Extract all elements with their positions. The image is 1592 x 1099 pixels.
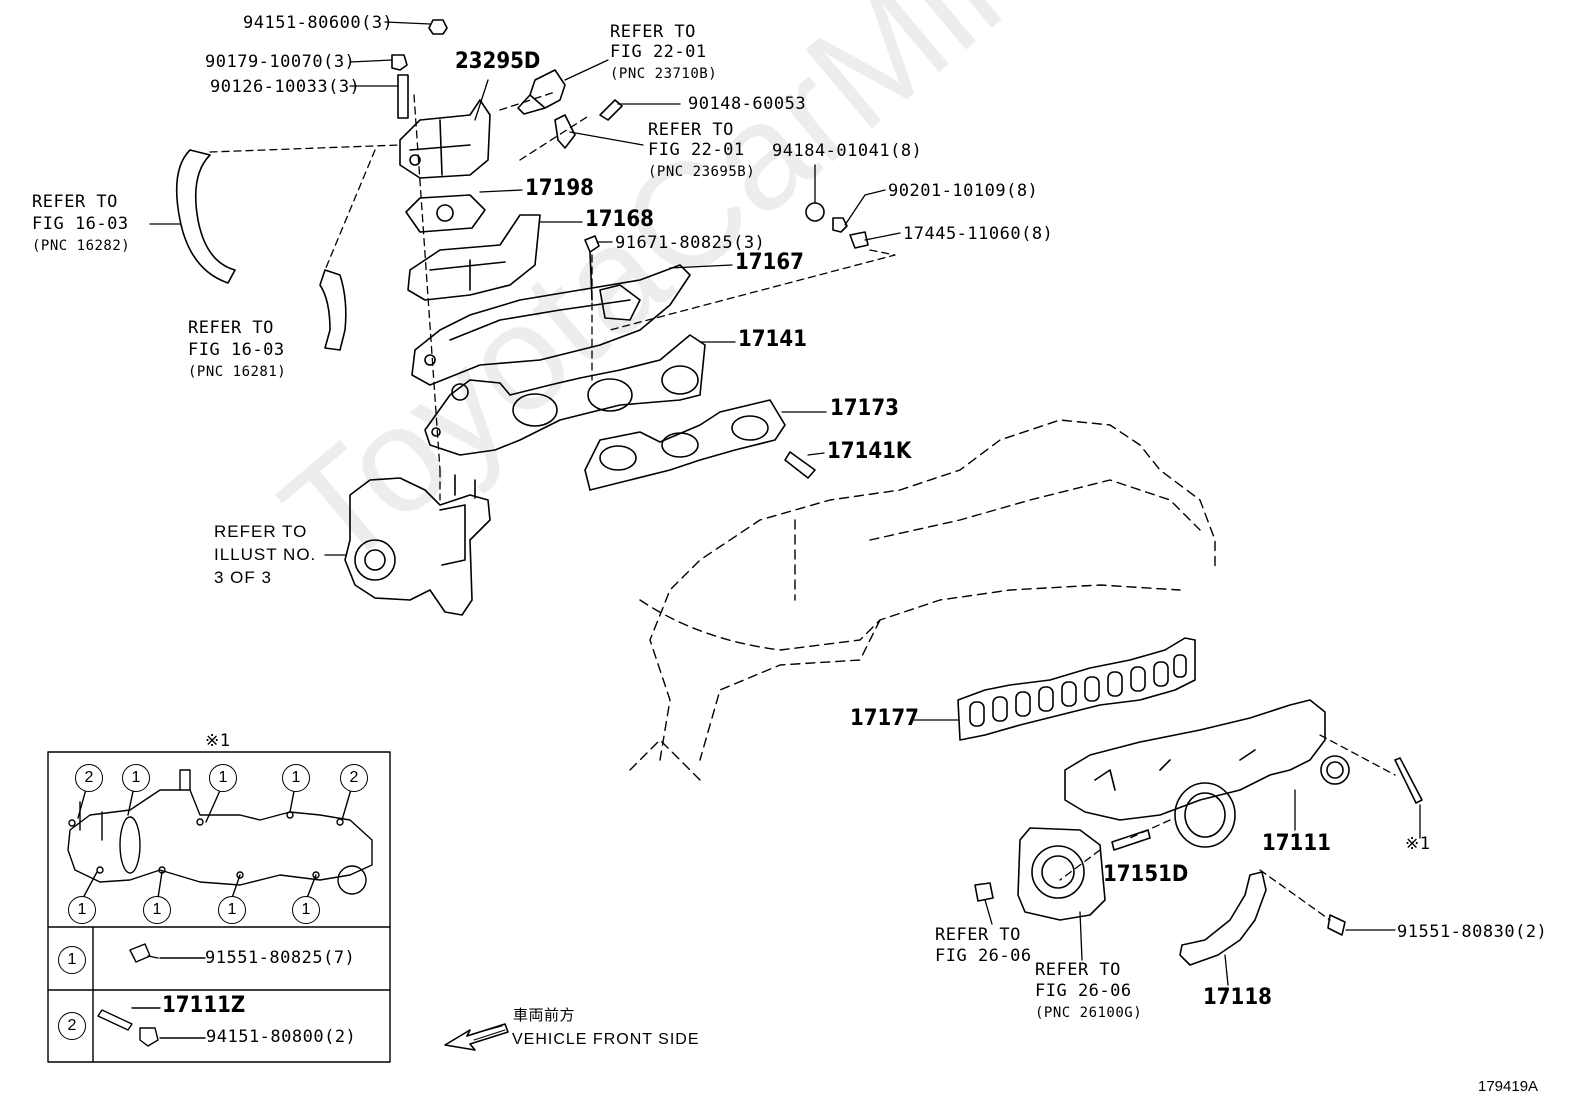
label-17118: 17118 [1203, 985, 1272, 1010]
ref-fig16-03-b-line1: REFER TO [188, 318, 274, 338]
ref-fig26-06-b-line1: REFER TO [1035, 960, 1121, 980]
label-17177: 17177 [850, 706, 919, 731]
label-17111: 17111 [1262, 831, 1331, 856]
ref-fig16-03-a-line1: REFER TO [32, 192, 118, 212]
legend-marker: 1 [282, 764, 310, 792]
ref-fig22-01-a-line1: REFER TO [610, 22, 696, 42]
label-note-mark-1: ※1 [1405, 834, 1431, 854]
legend-row1-part: 91551-80825(7) [205, 948, 356, 968]
legend-marker: 1 [122, 764, 150, 792]
label-17167: 17167 [735, 250, 804, 275]
label-90126-10033: 90126-10033(3) [210, 77, 361, 97]
ref-illust-line2: ILLUST NO. [214, 545, 317, 564]
ref-fig26-06-a-line2: FIG 26-06 [935, 946, 1032, 966]
label-17141: 17141 [738, 327, 807, 352]
legend-marker: 1 [209, 764, 237, 792]
label-17198: 17198 [525, 176, 594, 201]
throttle-body [1017, 827, 1106, 921]
label-17168: 17168 [585, 207, 654, 232]
label-90201-10109: 90201-10109(8) [888, 181, 1039, 201]
ref-fig16-03-b-line2: FIG 16-03 [188, 340, 285, 360]
egr-flange-23295D [399, 99, 491, 179]
ref-fig22-01-a-line3: (PNC 23710B) [610, 66, 718, 82]
gasket-17177 [957, 637, 1196, 741]
label-91551-80830: 91551-80830(2) [1397, 922, 1548, 942]
turbocharger [344, 474, 491, 616]
label-94151-80600: 94151-80600(3) [243, 13, 394, 33]
label-17173: 17173 [830, 396, 899, 421]
legend-marker: 1 [292, 896, 320, 924]
heat-insulator-17167 [411, 264, 691, 386]
direction-jp: 車両前方 [513, 1006, 576, 1024]
label-90179-10070: 90179-10070(3) [205, 52, 356, 72]
engine-outline [629, 419, 1216, 781]
direction-en: VEHICLE FRONT SIDE [512, 1031, 700, 1048]
bracket-17118 [1179, 871, 1267, 966]
legend-row2-marker: 2 [58, 1012, 86, 1040]
injector [517, 69, 566, 115]
ref-fig16-03-b-line3: (PNC 16281) [188, 364, 287, 380]
dashed-leaders [209, 91, 1396, 921]
legend-marker: 1 [68, 896, 96, 924]
legend-marker: 1 [143, 896, 171, 924]
label-94184-01041: 94184-01041(8) [772, 141, 923, 161]
ref-fig16-03-a-line2: FIG 16-03 [32, 214, 129, 234]
legend-marker: 2 [340, 764, 368, 792]
ref-fig22-01-a-line2: FIG 22-01 [610, 42, 707, 62]
ref-fig16-03-a-line3: (PNC 16282) [32, 238, 131, 254]
fasteners [391, 19, 1423, 936]
legend-marker: 2 [75, 764, 103, 792]
leader-lines [149, 21, 1421, 986]
legend-row2-part-a: 17111Z [162, 993, 246, 1018]
label-91671-80825: 91671-80825(3) [615, 233, 766, 253]
legend-title: ※1 [205, 731, 231, 751]
legend-row2-part-b: 94151-80800(2) [206, 1027, 357, 1047]
label-17445-11060: 17445-11060(8) [903, 224, 1054, 244]
gasket-17173 [584, 399, 786, 491]
ref-fig22-01-b-line1: REFER TO [648, 120, 734, 140]
hose-left [175, 149, 236, 284]
intake-manifold-17111 [1064, 699, 1350, 848]
label-90148-60053: 90148-60053 [688, 94, 807, 114]
ref-fig22-01-b-line2: FIG 22-01 [648, 140, 745, 160]
ref-fig26-06-b-line2: FIG 26-06 [1035, 981, 1132, 1001]
hose-middle [319, 269, 347, 351]
exhaust-manifold-17141 [424, 334, 706, 456]
front-arrow-icon [444, 1023, 509, 1051]
gasket-17198 [405, 194, 486, 233]
diagram-id: 179419A [1478, 1078, 1539, 1095]
ref-illust-line3: 3 OF 3 [214, 568, 272, 587]
label-23295D: 23295D [455, 49, 541, 74]
ref-fig22-01-b-line3: (PNC 23695B) [648, 164, 756, 180]
legend-marker: 1 [218, 896, 246, 924]
ref-fig26-06-a-line1: REFER TO [935, 925, 1021, 945]
label-17141K: 17141K [827, 439, 912, 464]
legend-box [47, 751, 391, 1063]
label-17151D: 17151D [1103, 862, 1189, 887]
ref-illust-line1: REFER TO [214, 522, 308, 541]
legend-row1-marker: 1 [58, 946, 86, 974]
ref-fig26-06-b-line3: (PNC 26100G) [1035, 1005, 1143, 1021]
heat-shield-17168 [407, 214, 541, 301]
